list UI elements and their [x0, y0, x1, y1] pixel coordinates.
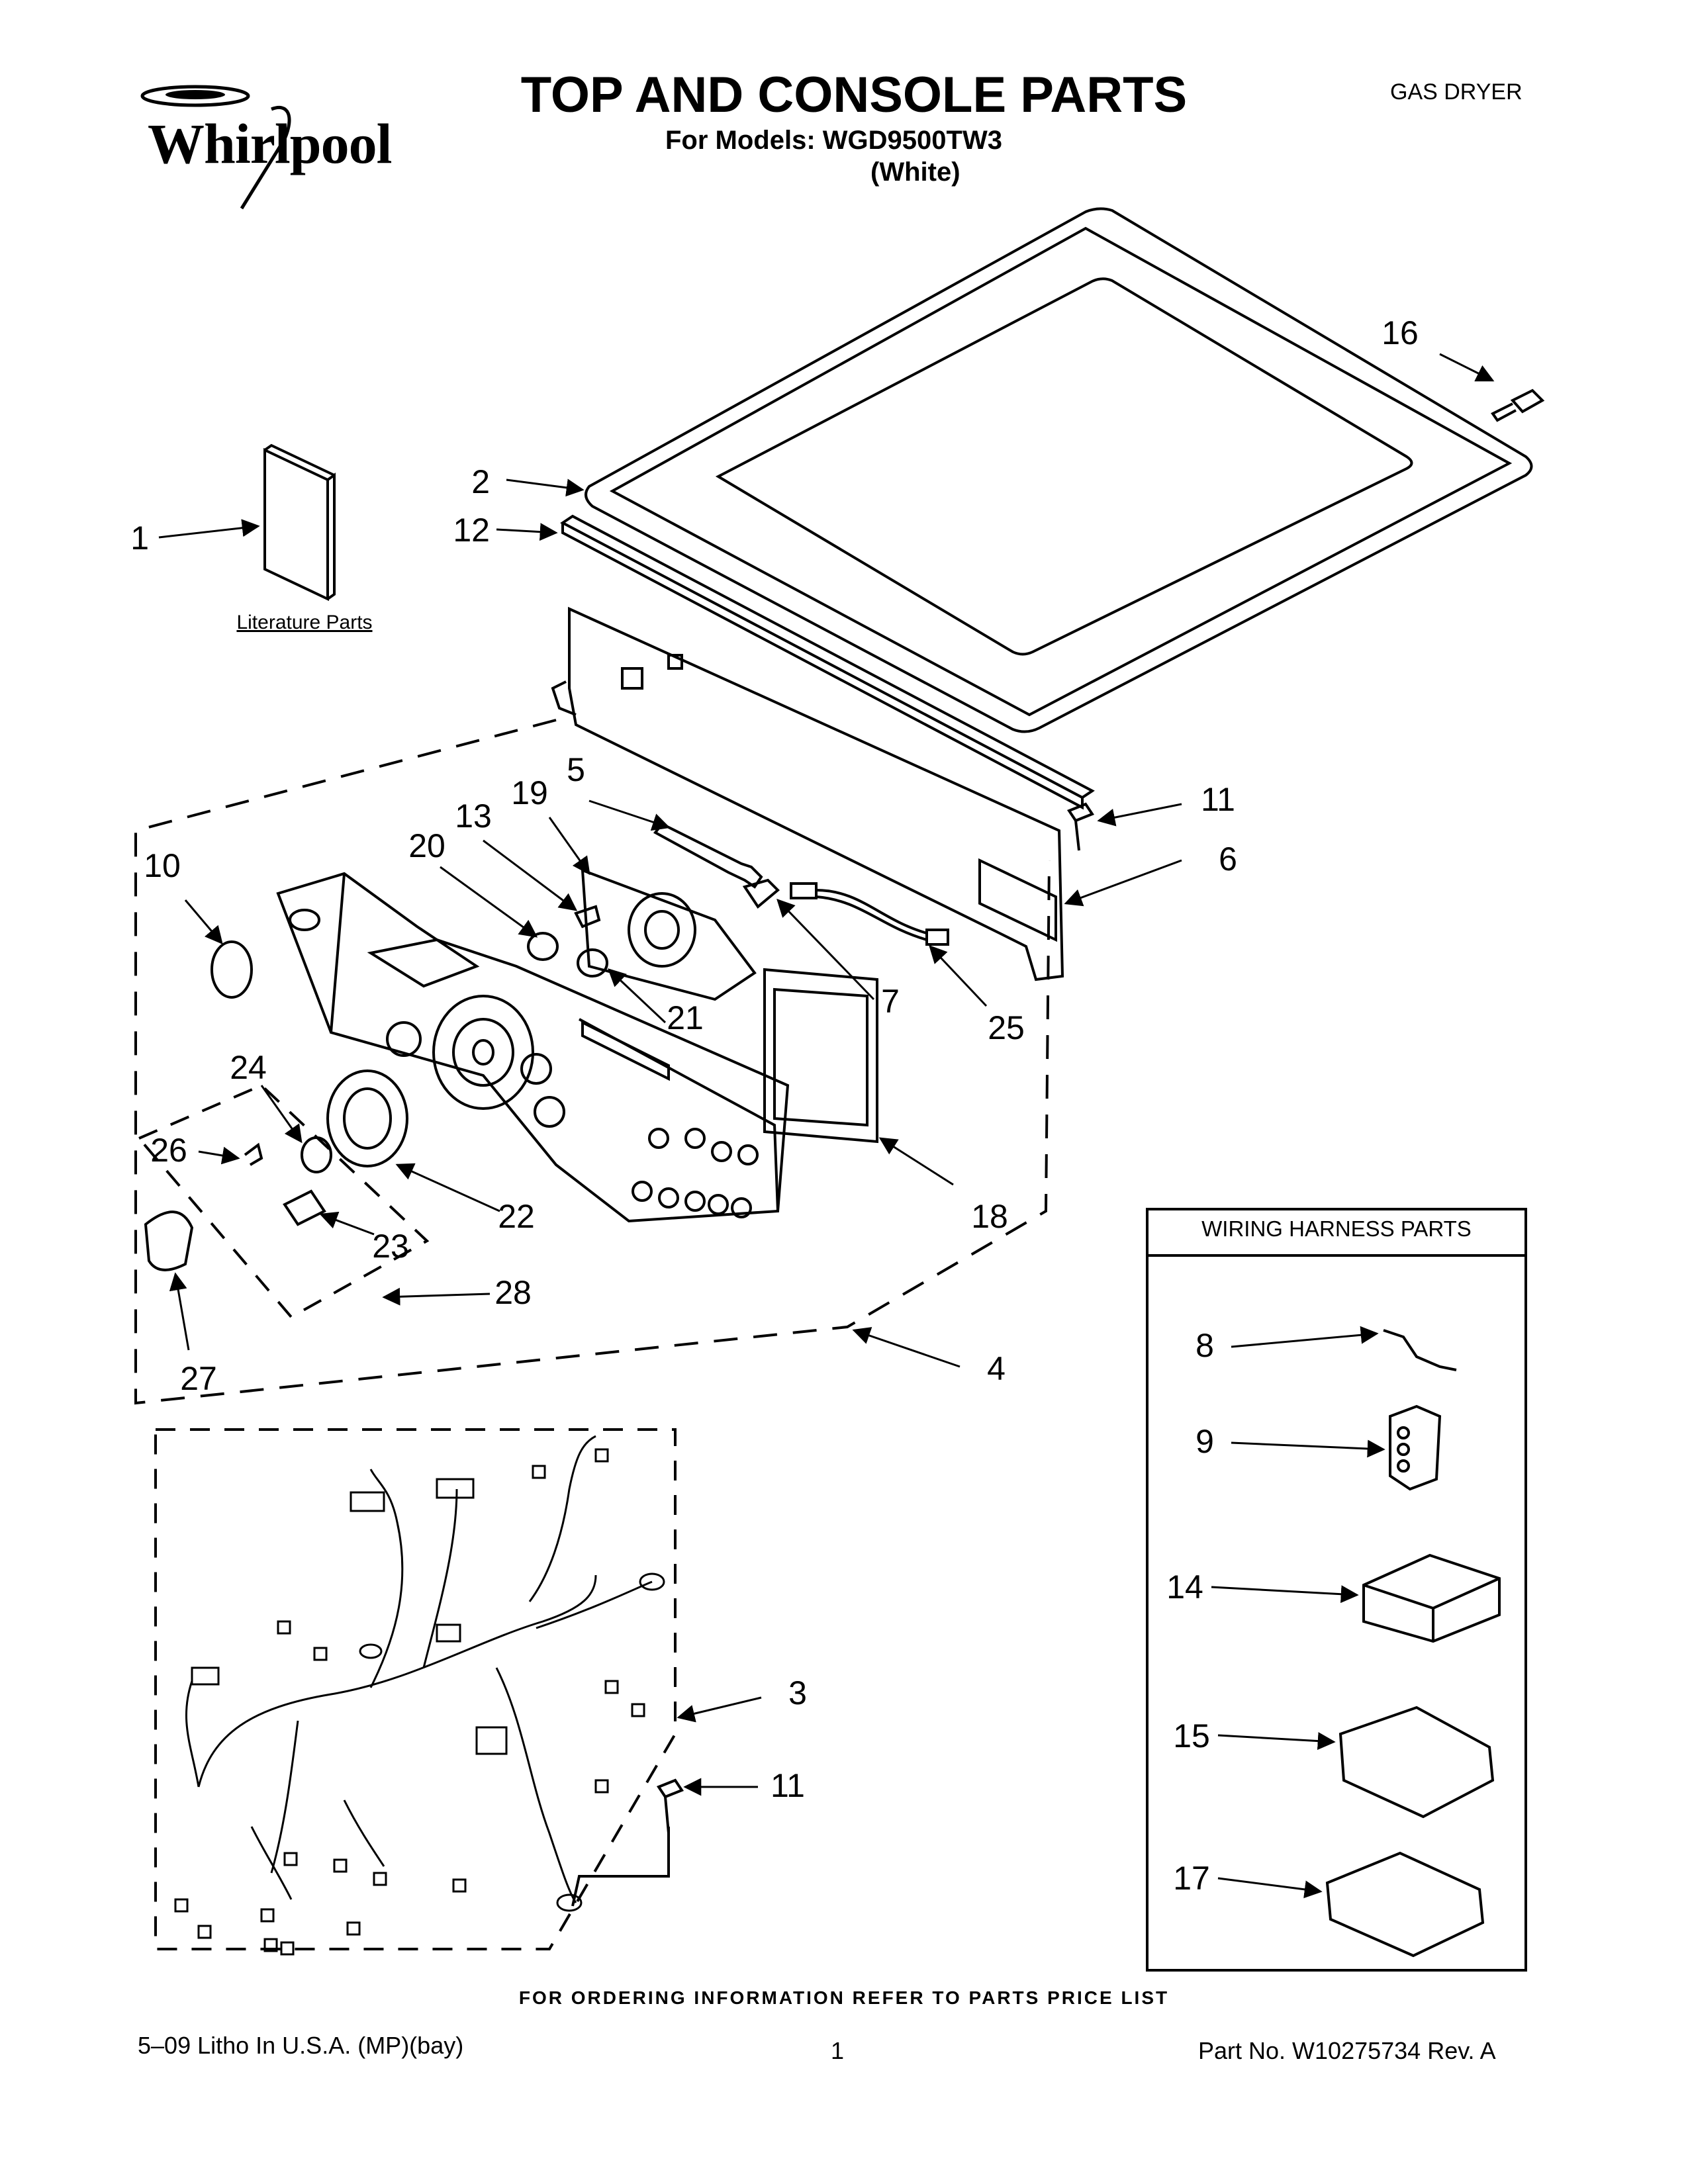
gear-22: [326, 1069, 408, 1167]
callout-7: 7: [881, 983, 900, 1020]
callout-8: 8: [1196, 1327, 1214, 1364]
part-21: [577, 948, 608, 978]
callout-2: 2: [471, 463, 490, 500]
spring-26: [244, 1142, 263, 1166]
callout-22: 22: [498, 1198, 535, 1235]
console-back-panel: [551, 606, 1064, 981]
console-panel: [276, 872, 790, 1223]
control-board-part: [763, 968, 878, 1144]
dryer-top-part: [585, 207, 1533, 733]
connector-9: [1389, 1404, 1442, 1491]
screw-11-lower: [571, 1778, 684, 1907]
color-line: (White): [870, 158, 961, 187]
callout-1: 1: [130, 520, 149, 557]
callout-14: 14: [1166, 1569, 1203, 1606]
callout-11-upper: 11: [1201, 781, 1235, 818]
callout-25: 25: [988, 1009, 1025, 1046]
o-ring-part: [211, 940, 253, 999]
callout-11-lower: 11: [771, 1767, 805, 1804]
brand-name: Whirlpool: [148, 112, 393, 175]
callout-5: 5: [567, 751, 585, 788]
callout-17: 17: [1173, 1860, 1210, 1897]
callout-4: 4: [987, 1350, 1006, 1387]
harness-box-title: WIRING HARNESS PARTS: [1201, 1216, 1472, 1241]
screw-11-upper: [1066, 802, 1095, 851]
callout-16: 16: [1382, 314, 1419, 351]
part-24: [301, 1136, 332, 1173]
models-line: For Models: WGD9500TW3: [665, 126, 1002, 155]
wire-tie-part: [653, 822, 763, 889]
whirlpool-logo: Whirlpool: [129, 76, 394, 215]
top-strip-part: [560, 514, 1095, 810]
housing-14: [1362, 1553, 1501, 1643]
literature-booklet: [263, 443, 336, 602]
wiring-harness-parts-box: [1146, 1208, 1527, 1972]
callout-27: 27: [180, 1360, 217, 1397]
callout-24: 24: [230, 1049, 267, 1086]
callout-19: 19: [511, 774, 548, 811]
logo-swirl-icon: [140, 85, 291, 210]
part-13: [574, 905, 601, 929]
litho-line: 5–09 Litho In U.S.A. (MP)(bay): [138, 2032, 464, 2059]
page-title: TOP AND CONSOLE PARTS: [520, 67, 1188, 123]
housing-15: [1338, 1706, 1495, 1819]
part-number: Part No. W10275734 Rev. A: [1198, 2037, 1496, 2064]
callout-10: 10: [144, 847, 181, 884]
callout-12: 12: [453, 512, 490, 549]
small-bracket-part: [742, 878, 780, 909]
screw-16: [1491, 388, 1545, 422]
gear-20: [527, 932, 559, 961]
page-number: 1: [831, 2037, 845, 2064]
knob-27: [144, 1210, 194, 1271]
literature-label: Literature Parts: [236, 612, 372, 633]
control-bracket: [581, 868, 757, 1001]
callout-13: 13: [455, 797, 492, 835]
wiring-harness-outline: [154, 1428, 677, 1950]
product-type: GAS DRYER: [1390, 79, 1523, 105]
callout-21: 21: [667, 999, 704, 1036]
harness-lead-part: [790, 882, 949, 946]
callout-6: 6: [1219, 841, 1237, 878]
housing-17: [1325, 1851, 1485, 1958]
callout-9: 9: [1196, 1423, 1214, 1460]
callout-3: 3: [788, 1674, 807, 1711]
callout-15: 15: [1173, 1717, 1210, 1754]
subassembly-28-outline: [136, 1083, 430, 1319]
callout-23: 23: [372, 1228, 409, 1265]
ordering-note: FOR ORDERING INFORMATION REFER TO PARTS …: [518, 1987, 1170, 2008]
callout-18: 18: [971, 1198, 1008, 1235]
terminal-8: [1383, 1329, 1457, 1371]
callout-26: 26: [150, 1132, 187, 1169]
part-23: [283, 1189, 326, 1226]
callout-28: 28: [494, 1274, 532, 1311]
wiring-harness-part: [174, 1435, 665, 1956]
console-assembly-outline: [134, 719, 1051, 1405]
callout-leaders: [158, 353, 1495, 1899]
callout-numbers: 1 2 12 16 5 19 13 20 10 11 6 21 7 25 24 …: [130, 314, 1419, 1897]
callout-20: 20: [408, 827, 445, 864]
